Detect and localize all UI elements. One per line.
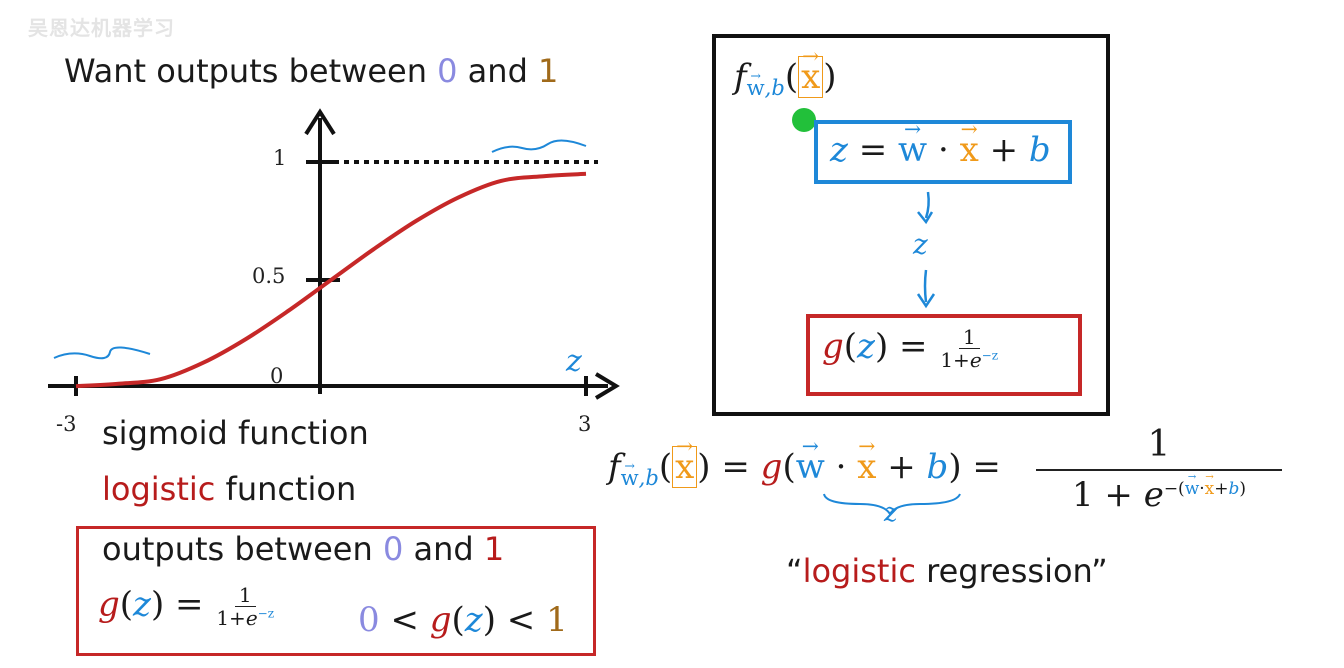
outputs-zero: 0 (382, 530, 404, 568)
sigmoid-box (806, 314, 1082, 396)
sigmoid-label: sigmoid function (102, 414, 369, 452)
outputs-box (76, 526, 596, 656)
y-tick-label-half: 0.5 (252, 264, 286, 288)
y-axis-arrow (304, 108, 336, 136)
title-mid: and (457, 52, 539, 90)
x-tick-label-left: -3 (56, 412, 77, 436)
range-formula: 0 < g(z) < 1 (358, 600, 568, 640)
regression-logistic-word: logistic (802, 552, 916, 590)
linear-box (814, 120, 1072, 184)
sigmoid-chart (48, 108, 620, 400)
green-dot (792, 108, 816, 132)
result-fraction: 1 1 + e−(w·x+b) (1036, 424, 1282, 515)
model-box (712, 34, 1110, 416)
watermark: 吴恩达机器学习 (28, 16, 175, 40)
linear-formula: z = w · x + b (830, 117, 1051, 170)
title-one: 1 (538, 52, 559, 90)
title-prefix: Want outputs between (64, 52, 438, 90)
outputs-prefix: outputs between (102, 530, 383, 568)
outputs-one: 1 (483, 530, 505, 568)
flow-z-label: z (913, 228, 928, 261)
sigmoid-curve (75, 171, 587, 389)
x-axis-arrow (594, 372, 620, 400)
regression-rest: regression” (915, 552, 1108, 590)
x-tick-label-right: 3 (578, 412, 592, 436)
underbrace (823, 493, 961, 516)
x-axis-label: z (566, 344, 582, 379)
outputs-and: and (403, 530, 484, 568)
regression-label: “logistic regression” (786, 552, 1108, 590)
low-plateau-annotation (53, 346, 151, 360)
outputs-label: outputs between 0 and 1 (102, 530, 504, 568)
flow-arrows (916, 191, 936, 309)
logistic-word: logistic (102, 470, 216, 508)
y-tick-label-zero: 0 (270, 364, 284, 388)
page-title: Want outputs between 0 and 1 (64, 52, 558, 90)
high-plateau-annotation (491, 139, 587, 153)
underbrace-z-label: z (884, 498, 898, 528)
y-tick-label-one: 1 (273, 146, 287, 170)
model-function: fw,b(x) (734, 44, 837, 100)
logistic-label: logistic function (102, 470, 356, 508)
full-equation: fw,b(x) = g(w · x + b) = (608, 434, 1001, 490)
title-zero: 0 (437, 52, 458, 90)
regression-open-quote: “ (786, 552, 803, 590)
function-word: function (215, 470, 357, 508)
